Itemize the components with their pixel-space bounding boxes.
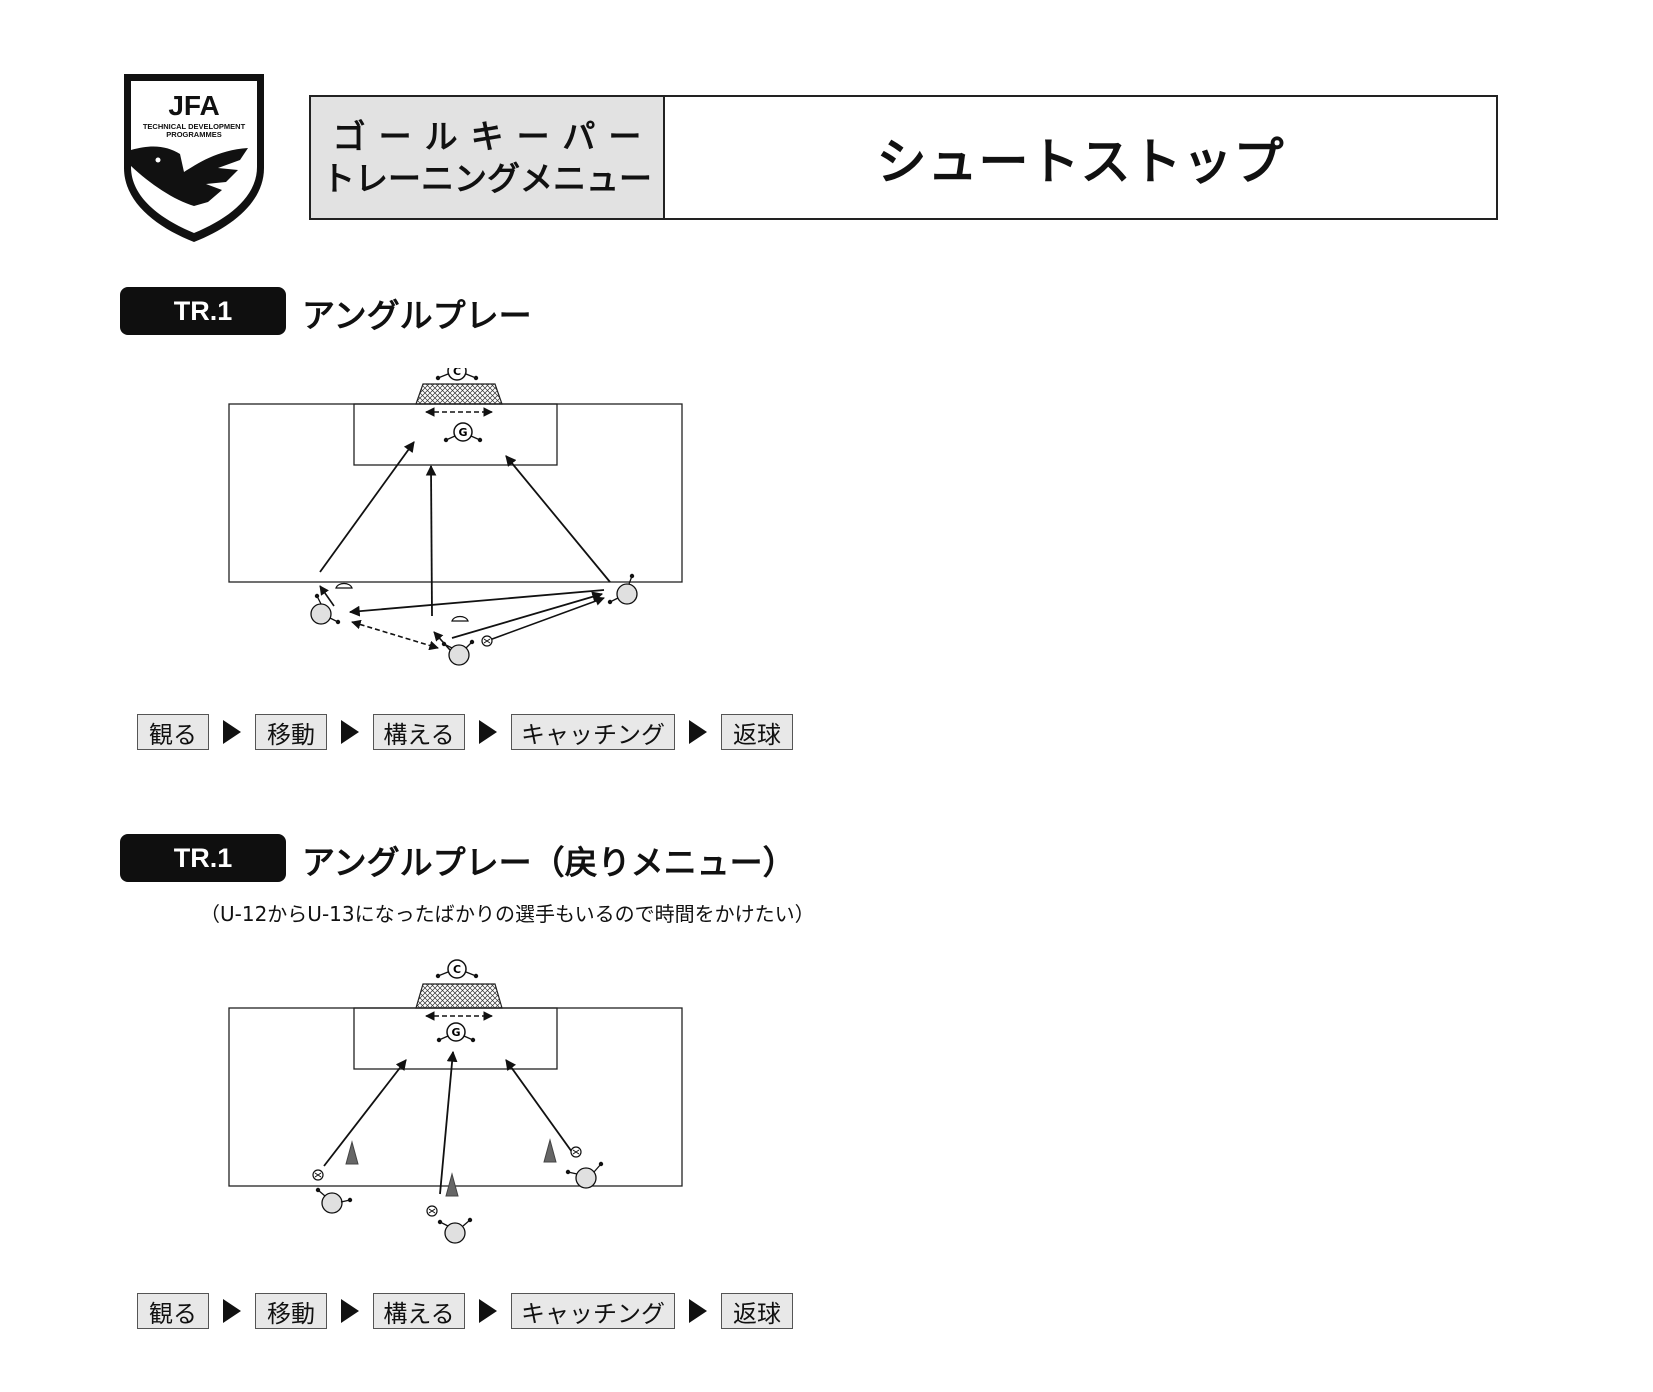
- shot-arrow-center: [425, 464, 437, 617]
- section2-subtitle: （U-12からU-13になったばかりの選手もいるので時間をかけたい）: [200, 902, 815, 926]
- section2-title: アングルプレー（戻りメニュー）: [302, 843, 796, 882]
- step-return: 返球: [721, 1293, 793, 1329]
- step-arrow-icon: [479, 720, 497, 744]
- step-return: 返球: [721, 714, 793, 750]
- penalty-area: [353, 1007, 558, 1070]
- shot-arrow-left: [323, 1059, 407, 1167]
- cone-center: [445, 1172, 459, 1197]
- keeper-label: G: [451, 1026, 460, 1039]
- header-box: ゴールキーパー トレーニングメニュー シュートストップ: [309, 95, 1498, 220]
- penalty-area: [353, 403, 558, 466]
- step-catching: キャッチング: [511, 1293, 675, 1329]
- section2-badge: TR.1: [120, 834, 286, 882]
- section1-title: アングルプレー: [302, 296, 532, 335]
- pass-arrow-bottom: [451, 591, 604, 639]
- step-watch: 観る: [137, 714, 209, 750]
- step-watch: 観る: [137, 1293, 209, 1329]
- step-arrow-icon: [223, 1299, 241, 1323]
- section1-diagram: C G: [228, 368, 683, 666]
- pass-dashed-arrow: [351, 619, 439, 651]
- goal-net: [415, 983, 503, 1009]
- player-left: [310, 593, 341, 625]
- player-bottom: [441, 639, 475, 666]
- coach-marker: C: [435, 959, 479, 979]
- coach-label: C: [453, 963, 461, 976]
- logo-subtext-1: TECHNICAL DEVELOPMENT: [143, 122, 246, 131]
- shot-arrow-right: [505, 1059, 573, 1153]
- marker-disc-left: [335, 582, 353, 589]
- jfa-logo: JFA TECHNICAL DEVELOPMENT PROGRAMMES: [124, 74, 264, 242]
- step-arrow-icon: [341, 720, 359, 744]
- goalkeeper-marker: G: [443, 422, 483, 443]
- coach-label: C: [453, 368, 461, 378]
- header-category: ゴールキーパー トレーニングメニュー: [311, 97, 665, 218]
- cone-right: [543, 1138, 557, 1163]
- crow-emblem: [131, 146, 248, 206]
- coach-marker: C: [435, 368, 479, 381]
- move-arrow-left-player: [319, 585, 335, 607]
- step-move: 移動: [255, 1293, 327, 1329]
- step-arrow-icon: [223, 720, 241, 744]
- section1-badge: TR.1: [120, 287, 286, 335]
- shot-arrow-right: [505, 455, 611, 583]
- player-right: [607, 573, 638, 605]
- pass-arrow-long: [348, 589, 605, 617]
- ball-icon: [312, 1169, 324, 1181]
- step-arrow-icon: [689, 720, 707, 744]
- step-set: 構える: [373, 1293, 465, 1329]
- step-arrow-icon: [479, 1299, 497, 1323]
- section2-diagram: C G: [228, 959, 683, 1244]
- logo-subtext-2: PROGRAMMES: [166, 130, 221, 139]
- logo-jfa-text: JFA: [168, 90, 219, 121]
- player-right: [565, 1161, 604, 1189]
- shot-arrow-left: [319, 441, 415, 573]
- step-move: 移動: [255, 714, 327, 750]
- step-arrow-icon: [689, 1299, 707, 1323]
- page-title: シュートストップ: [876, 132, 1285, 191]
- step-catching: キャッチング: [511, 714, 675, 750]
- ball-icon: [426, 1205, 438, 1217]
- header-category-line2: トレーニングメニュー: [322, 158, 652, 198]
- header-category-line1: ゴールキーパー: [332, 116, 655, 156]
- section1-step-flow: 観る 移動 構える キャッチング 返球: [137, 712, 793, 752]
- section2-step-flow: 観る 移動 構える キャッチング 返球: [137, 1291, 793, 1331]
- shot-arrow-center: [439, 1050, 458, 1195]
- step-arrow-icon: [341, 1299, 359, 1323]
- move-arrow-bottom-player: [433, 631, 451, 651]
- goalkeeper-marker: G: [436, 1022, 476, 1043]
- goal-net: [415, 383, 503, 405]
- cone-left: [345, 1140, 359, 1165]
- player-left: [315, 1187, 353, 1214]
- ball-icon: [481, 635, 493, 647]
- ball-icon: [570, 1146, 582, 1158]
- step-set: 構える: [373, 714, 465, 750]
- keeper-label: G: [458, 426, 467, 439]
- pass-arrow-ball: [483, 596, 605, 643]
- marker-disc-center: [451, 615, 469, 622]
- player-center: [437, 1217, 473, 1244]
